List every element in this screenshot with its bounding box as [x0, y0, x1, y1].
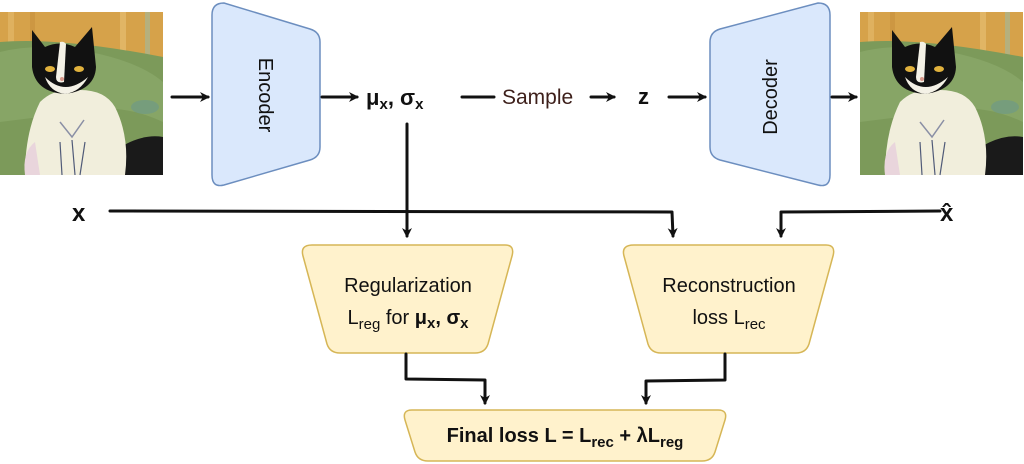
decoder-label: Decoder: [760, 59, 782, 135]
x-label: x: [72, 200, 86, 227]
final-loss-box: [403, 409, 727, 462]
final-loss-formula: Final loss L = Lrec + λLreg: [447, 425, 684, 451]
reconstruction-formula: loss Lrec: [692, 307, 766, 333]
encoder-block: [211, 2, 321, 187]
regularization-formula: Lreg for μx, σx: [347, 307, 469, 333]
decoder-block: [709, 2, 831, 187]
z-label: z: [638, 84, 649, 109]
latent-params-label: μx, σx: [366, 85, 424, 113]
arrow-x-to-reconstruction: [108, 209, 678, 238]
reconstruction-title: Reconstruction: [662, 275, 795, 297]
x-hat-label: x̂: [940, 200, 954, 227]
regularization-title: Regularization: [344, 275, 472, 297]
input-image: [0, 11, 164, 176]
arrow-xhat-to-reconstruction: [776, 209, 942, 238]
output-image: [859, 11, 1024, 176]
sample-label: Sample: [502, 86, 573, 109]
arrow-regularization-to-final: [404, 352, 490, 405]
encoder-label: Encoder: [254, 58, 276, 133]
regularization-box: [301, 244, 514, 354]
arrow-reconstruction-to-final: [641, 352, 727, 405]
reconstruction-box: [622, 244, 835, 354]
